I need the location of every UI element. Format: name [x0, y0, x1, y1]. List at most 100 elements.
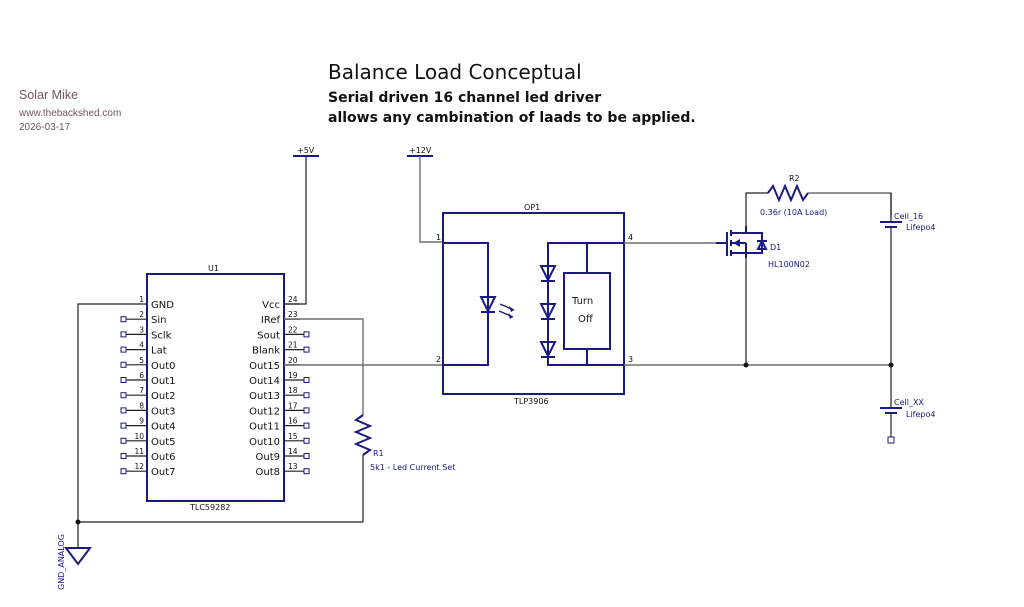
pin-number: 17: [288, 401, 298, 410]
cell-xx-terminal[interactable]: [887, 436, 895, 444]
u1-right-pins: 24Vcc23IRef22Sout21Blank20Out1519Out1418…: [249, 295, 310, 478]
r2-resistor[interactable]: [767, 183, 809, 203]
d1-ref: D1: [770, 243, 781, 252]
pin-number: 13: [288, 462, 298, 471]
pin-name: GND: [151, 300, 174, 311]
supply-12v-label: +12V: [409, 146, 432, 155]
r1-ref: R1: [373, 449, 384, 458]
schematic-subtitle-2: allows any cambination of laads to be ap…: [328, 110, 696, 126]
pin-name: Out0: [151, 361, 176, 372]
op1-body[interactable]: [442, 212, 625, 395]
pin-name: Out9: [256, 452, 281, 463]
pin-name: Out4: [151, 422, 176, 433]
wire-gnd: [77, 303, 363, 523]
op1-pin2: 2: [436, 355, 441, 364]
pin-number: 10: [134, 432, 144, 441]
u1-left-pins: 1GND2Sin3Sclk4Lat5Out06Out17Out28Out39Ou…: [120, 295, 176, 478]
pin-name: Out8: [256, 467, 281, 478]
pin-terminal[interactable]: [120, 407, 127, 414]
pin-terminal[interactable]: [120, 392, 127, 399]
pin-number: 12: [134, 462, 144, 471]
wire-12v-op1: [419, 156, 443, 243]
op1-pin3: 3: [628, 355, 633, 364]
pin-terminal[interactable]: [120, 316, 127, 323]
op1-pin4: 4: [628, 233, 633, 242]
turnoff-circuit-box: [563, 272, 611, 350]
website-link[interactable]: www.thebackshed.com: [19, 108, 122, 119]
pin-terminal[interactable]: [120, 453, 127, 459]
supply-5v: +5V: [284, 146, 319, 305]
pin-terminal[interactable]: [303, 407, 310, 414]
pin-terminal[interactable]: [120, 437, 127, 444]
pin-terminal[interactable]: [120, 346, 127, 353]
pin-number: 8: [139, 401, 144, 410]
body-diode-icon: [756, 238, 768, 250]
op1-ref: OP1: [524, 203, 540, 212]
cell-xx-type: Lifepo4: [906, 410, 935, 419]
op1-tlp3906[interactable]: OP1 TLP3906 1 2 3 4 Turn Off: [436, 203, 633, 406]
pin-number: 22: [288, 325, 298, 334]
cell-xx-ref: Cell_XX: [894, 398, 924, 407]
supply-12v: +12V: [407, 146, 443, 243]
pin-number: 18: [288, 386, 298, 395]
pin-terminal[interactable]: [303, 346, 310, 353]
u1-ref: U1: [208, 264, 219, 273]
gnd-analog-symbol: [64, 547, 92, 566]
pin-name: Out7: [151, 467, 176, 478]
cell-16-battery[interactable]: Cell_16 Lifepo4: [880, 212, 935, 232]
pin-name: Out2: [151, 391, 176, 402]
pin-terminal[interactable]: [303, 453, 310, 459]
pin-terminal[interactable]: [120, 377, 127, 383]
pin-terminal[interactable]: [303, 392, 310, 399]
pin-terminal[interactable]: [120, 422, 127, 429]
op1-part: TLP3906: [513, 397, 549, 406]
pin-number: 14: [288, 447, 298, 456]
r2-ref: R2: [789, 174, 800, 183]
u1-tlc59282[interactable]: U1 TLC59282 1GND2Sin3Sclk4Lat5Out06Out17…: [120, 264, 310, 512]
pin-terminal[interactable]: [303, 422, 310, 429]
pin-number: 16: [288, 417, 298, 426]
junction-gnd: [75, 519, 81, 525]
cell-xx-battery[interactable]: Cell_XX Lifepo4: [880, 398, 935, 419]
r1-resistor[interactable]: [353, 414, 373, 456]
pin-terminal[interactable]: [120, 331, 127, 338]
u1-body[interactable]: [146, 273, 285, 502]
pin-terminal[interactable]: [303, 468, 310, 475]
d1-mosfet[interactable]: D1 HL100N02: [716, 226, 810, 269]
pin-name: Out1: [151, 376, 176, 387]
pin-terminal[interactable]: [303, 331, 310, 338]
wire-drain-r2: [745, 192, 768, 226]
pin-number: 7: [139, 386, 144, 395]
cell-16-ref: Cell_16: [894, 212, 923, 221]
pin-terminal[interactable]: [303, 437, 310, 444]
pin-terminal[interactable]: [303, 377, 310, 383]
pin-terminal[interactable]: [120, 468, 127, 475]
pin-name: Sout: [257, 330, 280, 341]
pin-terminal[interactable]: [120, 361, 127, 368]
